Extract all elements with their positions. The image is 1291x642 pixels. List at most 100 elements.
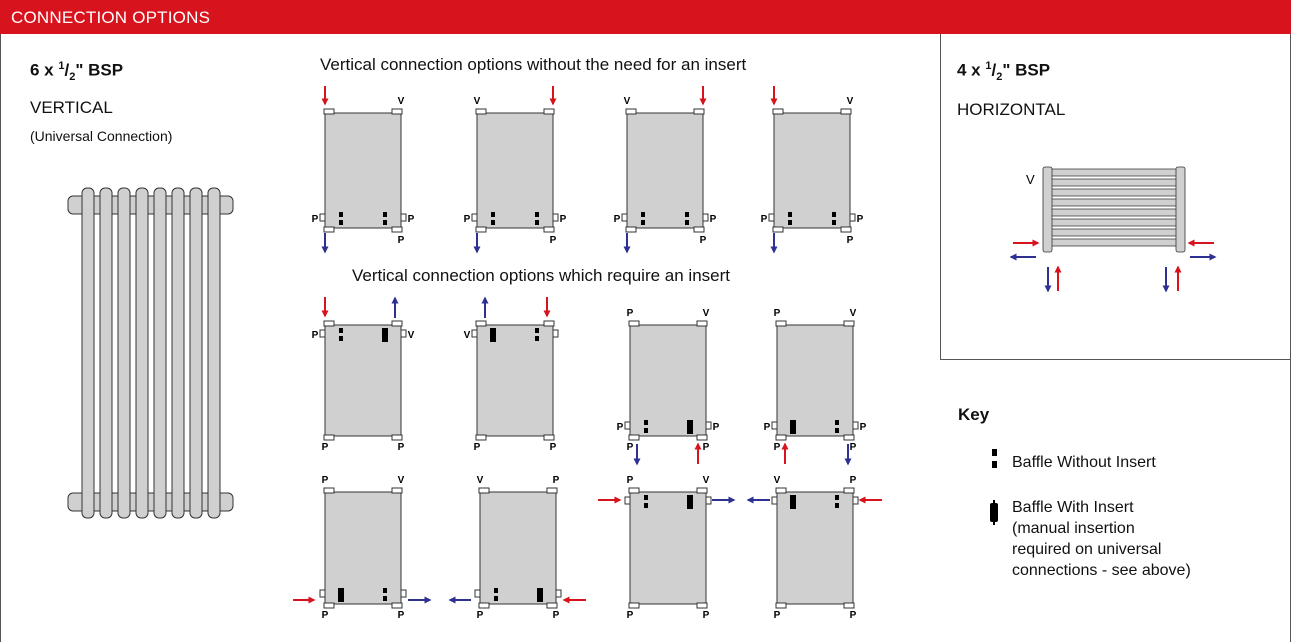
side-port-label: P bbox=[617, 422, 624, 433]
side-port-label: P bbox=[464, 214, 471, 225]
frame-left-border bbox=[0, 34, 1, 642]
port-connector bbox=[840, 226, 852, 233]
port-label: V bbox=[847, 96, 854, 107]
port-connector bbox=[478, 602, 490, 609]
no-insert-section-title: Vertical connection options without the … bbox=[320, 55, 747, 74]
port-connector bbox=[628, 320, 640, 327]
key-item-without-insert: Baffle Without Insert bbox=[1012, 454, 1156, 471]
vertical-radiator-illustration bbox=[67, 187, 234, 519]
radiator-bar bbox=[1045, 188, 1183, 197]
side-port-label: P bbox=[860, 422, 867, 433]
panel-body bbox=[626, 112, 704, 229]
h-valve-label: V bbox=[1026, 172, 1035, 187]
port-label: V bbox=[398, 475, 405, 486]
port-connector bbox=[843, 434, 855, 441]
port-label: P bbox=[322, 442, 329, 453]
insert-section-title: Vertical connection options which requir… bbox=[352, 266, 730, 285]
port-connector bbox=[843, 487, 855, 494]
key-with-insert-line-2: (manual insertion bbox=[1012, 520, 1135, 537]
side-port-label: P bbox=[710, 214, 717, 225]
port-connector bbox=[696, 602, 708, 609]
baffle-with-insert bbox=[382, 328, 388, 342]
port-connector bbox=[478, 487, 490, 494]
panel-body bbox=[476, 112, 554, 229]
panel-body bbox=[776, 491, 854, 605]
side-port-label: V bbox=[408, 330, 415, 341]
port-label: V bbox=[703, 308, 710, 319]
port-connector bbox=[543, 320, 555, 327]
port-label: P bbox=[553, 475, 560, 486]
h-size-unit: " BSP bbox=[1002, 60, 1051, 80]
size-denominator: 2 bbox=[69, 71, 76, 84]
port-label: P bbox=[850, 442, 857, 453]
vertical-size-label: 6 x 1/2" BSP bbox=[30, 60, 124, 84]
baffle-with-insert bbox=[338, 588, 344, 602]
panel-body bbox=[629, 491, 707, 605]
port-label: P bbox=[322, 475, 329, 486]
baffle-without-insert bbox=[832, 220, 836, 225]
port-label: P bbox=[627, 442, 634, 453]
port-connector bbox=[475, 226, 487, 233]
baffle-without-insert bbox=[644, 428, 648, 433]
size-numerator: 1 bbox=[58, 60, 65, 72]
port-connector bbox=[628, 434, 640, 441]
panel-body bbox=[773, 112, 851, 229]
port-connector bbox=[840, 108, 852, 115]
side-port bbox=[471, 213, 478, 222]
side-port bbox=[319, 213, 326, 222]
baffle-without-insert bbox=[535, 220, 539, 225]
side-port-label: P bbox=[857, 214, 864, 225]
port-label: P bbox=[322, 610, 329, 621]
port-label: P bbox=[850, 610, 857, 621]
port-label: P bbox=[703, 442, 710, 453]
port-connector bbox=[475, 434, 487, 441]
port-label: P bbox=[774, 308, 781, 319]
panel-body bbox=[476, 324, 554, 437]
baffle-without-insert bbox=[535, 336, 539, 341]
baffle-without-insert bbox=[491, 212, 495, 217]
radiator-bar bbox=[1045, 228, 1183, 237]
port-connector bbox=[546, 602, 558, 609]
port-connector bbox=[543, 108, 555, 115]
radiator-tube bbox=[81, 187, 95, 519]
panel-body bbox=[629, 324, 707, 437]
side-port bbox=[621, 213, 628, 222]
horizontal-connection-box bbox=[940, 34, 1290, 360]
side-port bbox=[852, 496, 859, 505]
key-with-insert-line-3: required on universal bbox=[1012, 541, 1162, 558]
port-label: P bbox=[550, 235, 557, 246]
side-port-label: P bbox=[312, 330, 319, 341]
key-title: Key bbox=[958, 405, 990, 424]
baffle-with-insert bbox=[687, 495, 693, 509]
port-label: P bbox=[703, 610, 710, 621]
panel-body bbox=[324, 112, 402, 229]
port-label: P bbox=[477, 610, 484, 621]
baffle-without-insert bbox=[535, 328, 539, 333]
baffle-without-insert bbox=[339, 336, 343, 341]
side-port-label: P bbox=[312, 214, 319, 225]
port-connector bbox=[628, 487, 640, 494]
port-connector bbox=[772, 108, 784, 115]
port-label: V bbox=[474, 96, 481, 107]
baffle-with-insert bbox=[537, 588, 543, 602]
port-connector bbox=[391, 602, 403, 609]
port-connector bbox=[696, 487, 708, 494]
radiator-bar bbox=[1045, 218, 1183, 227]
port-connector bbox=[546, 487, 558, 494]
side-port-label: P bbox=[408, 214, 415, 225]
h-size-denominator: 2 bbox=[996, 71, 1003, 84]
baffle-without-insert bbox=[835, 495, 839, 500]
side-port bbox=[624, 496, 631, 505]
side-port bbox=[400, 589, 407, 598]
port-label: P bbox=[850, 475, 857, 486]
port-connector bbox=[625, 226, 637, 233]
port-connector bbox=[323, 434, 335, 441]
